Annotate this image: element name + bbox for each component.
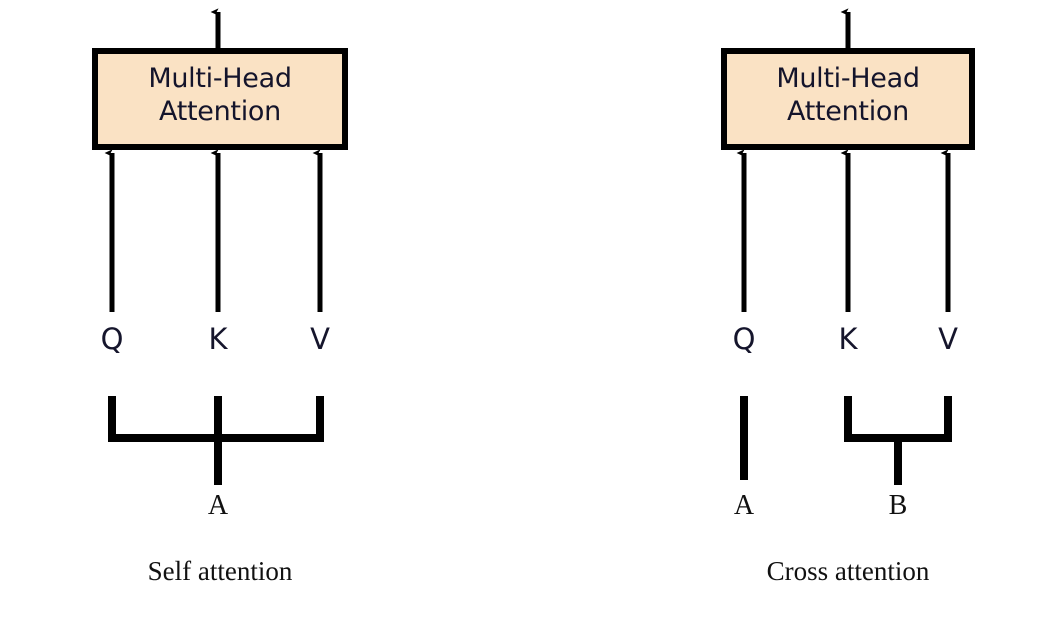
self-multi-head-attention-block: [92, 48, 348, 150]
self-input-label-q: Q: [100, 322, 124, 356]
cross-input-label-q: Q: [732, 322, 756, 356]
self-input-label-v: V: [310, 322, 330, 356]
cross-input-label-k: K: [838, 322, 858, 356]
cross-multi-head-attention-block: [721, 48, 975, 150]
cross-source-bracket-b: [844, 396, 952, 442]
cross-attention-panel: [721, 12, 975, 485]
self-source-label-a: A: [207, 490, 229, 521]
cross-attention-caption: Cross attention: [766, 556, 930, 586]
self-attention-caption: Self attention: [147, 556, 293, 586]
self-input-label-k: K: [208, 322, 228, 356]
cross-source-label-b: B: [888, 490, 908, 521]
self-attention-panel: [92, 12, 348, 485]
cross-input-label-v: V: [938, 322, 958, 356]
cross-source-label-a: A: [733, 490, 755, 521]
